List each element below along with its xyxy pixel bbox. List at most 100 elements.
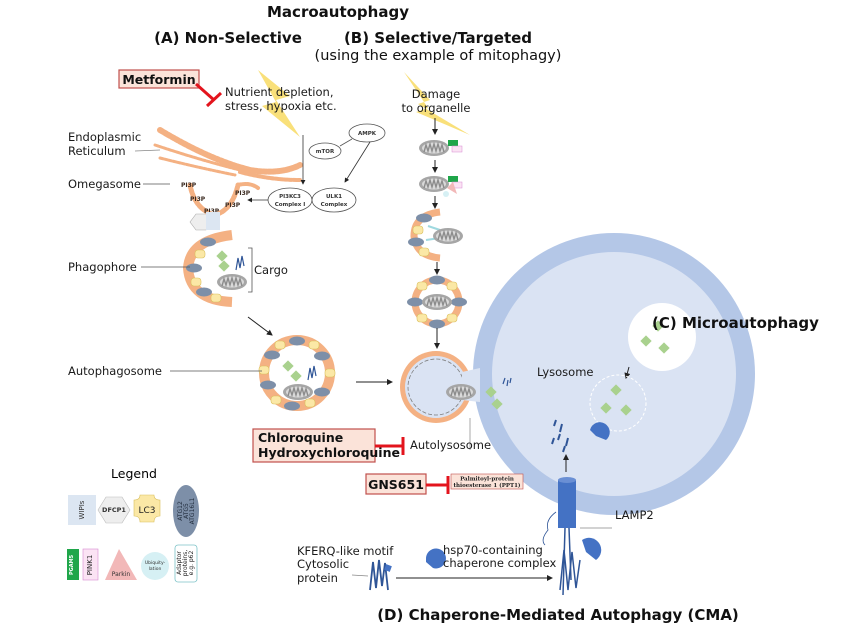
hsp70-label-2: chaperone complex xyxy=(443,556,556,570)
pi3kc3-label-1: PI3KC3 xyxy=(279,194,301,200)
er-label-2: Reticulum xyxy=(68,144,126,158)
hsp70-in-lysosome-icon xyxy=(590,422,610,440)
legend-title: Legend xyxy=(111,466,157,481)
autolysosome-label: Autolysosome xyxy=(410,438,491,452)
ppt1-box xyxy=(450,473,524,490)
pi3p-label: PI3P xyxy=(235,190,251,197)
wipi-marker xyxy=(206,212,220,230)
section-b-title: (B) Selective/Targeted xyxy=(344,29,532,47)
legend-ubiquitylation-shape xyxy=(141,552,169,580)
section-b-subtitle: (using the example of mitophagy) xyxy=(315,48,562,64)
hsp70-bound-icon xyxy=(582,537,602,560)
legend-lc3-shape xyxy=(133,494,161,523)
cargo-protein xyxy=(218,260,230,272)
ubiquitin-marker xyxy=(443,191,449,197)
ampk-inhibits-mtor xyxy=(339,138,353,147)
legend-parkin-label: Parkin xyxy=(112,571,131,578)
cargo-protein xyxy=(282,360,294,372)
cargo-bracket xyxy=(248,247,253,293)
lysosome-lumen xyxy=(492,252,736,496)
metformin-box xyxy=(118,69,200,89)
nutrient-label-2: stress, hypoxia etc. xyxy=(225,99,337,113)
cargo-label: Cargo xyxy=(254,263,288,277)
legend-lc3-label: LC3 xyxy=(138,506,155,516)
lysosome-label: Lysosome xyxy=(537,365,594,379)
damage-label-2: to organelle xyxy=(402,101,471,115)
ampk-node xyxy=(348,123,386,143)
ppt1-label-1: Palmitoyl-protein xyxy=(460,477,514,483)
er-label-1: Endoplasmic xyxy=(68,130,141,144)
ppt1-label-2: thioesterase 1 (PPT1) xyxy=(453,482,520,489)
lamp2-receptor xyxy=(542,477,576,596)
autophagosome xyxy=(258,335,336,411)
pi3p-label: PI3P xyxy=(190,196,206,203)
cytosolic-label-2: protein xyxy=(297,571,338,585)
pi3p-label: PI3P xyxy=(181,182,197,189)
svg-text:Adaptorproteins,e.g. p62: Adaptorproteins,e.g. p62 xyxy=(176,550,195,576)
hydroxychloroquine-label: Hydroxychloroquine xyxy=(258,445,400,460)
damaged-mitochondrion xyxy=(418,139,450,157)
legend-atg16l1-label: ATG16L1 xyxy=(189,497,196,524)
legend-adaptor-shape xyxy=(174,544,198,583)
section-a-title: (A) Non-Selective xyxy=(154,29,302,47)
degraded-fragments xyxy=(502,377,512,387)
mtor-label: mTOR xyxy=(316,149,335,155)
chloroquine-box xyxy=(252,428,376,463)
ulk1-label-1: ULK1 xyxy=(326,194,342,200)
pink1-marker xyxy=(451,145,463,153)
legend-pgam5-label: PGAM5 xyxy=(69,554,75,575)
pi3kc3-node xyxy=(267,187,313,213)
forming-mitophagosome xyxy=(408,208,464,262)
legend-pgam5-shape xyxy=(67,549,79,580)
phagophore xyxy=(182,230,233,307)
pi3p-label: PI3P xyxy=(225,202,241,209)
cargo-aggregate xyxy=(235,255,245,271)
ulk1-label-2: Complex xyxy=(321,202,348,208)
nutrient-label-1: Nutrient depletion, xyxy=(225,85,333,99)
legend-atg-shape xyxy=(173,485,199,537)
legend-dfcp1-label: DFCP1 xyxy=(102,506,126,514)
legend-pink1-label: PINK1 xyxy=(86,555,94,576)
kferq-label: KFERQ-like motif xyxy=(297,544,394,558)
parkin-marker xyxy=(447,182,457,194)
hsp70-label-1: hsp70-containing xyxy=(443,543,543,557)
main-title: Macroautophagy xyxy=(267,3,409,21)
metformin-inhibition-bar xyxy=(205,91,223,108)
legend-parkin-shape xyxy=(105,549,137,580)
legend-wipis-label: WIPIs xyxy=(78,500,86,519)
kferq-motif-icon xyxy=(384,564,392,572)
legend-adaptor-label-3: e.g. p62 xyxy=(188,550,195,575)
metformin-inhibition-line xyxy=(195,82,215,102)
lamp2-label: LAMP2 xyxy=(615,508,654,522)
legend-ubiquitylation-label-1: Ubiquity- xyxy=(145,560,166,566)
cargo-protein xyxy=(290,370,302,382)
mtor-node xyxy=(308,142,342,160)
legend-atg12-label: ATG12 xyxy=(177,501,184,521)
substrate-protein-bound xyxy=(559,549,581,591)
mitophagosome xyxy=(407,275,467,329)
degraded-protein-fragments xyxy=(551,419,569,453)
gns651-label: GNS651 xyxy=(368,477,424,492)
microautophagy-invagination xyxy=(628,303,696,371)
cargo-mitochondrion xyxy=(216,273,248,291)
pgam5-marker xyxy=(448,140,458,146)
legend: Legend WIPIs DFCP1 LC3 ATG12ATG5ATG16L1 … xyxy=(67,466,199,583)
legend-ubiquitylation-label-2: lation xyxy=(149,566,162,572)
cytosolic-protein-icon xyxy=(369,559,389,591)
legend-adaptor-label-1: Adaptor xyxy=(176,551,183,575)
omegasome-label: Omegasome xyxy=(68,177,141,191)
legend-adaptor-label-2: proteins, xyxy=(182,550,189,576)
cargo-protein xyxy=(216,250,228,262)
section-d-title: (D) Chaperone-Mediated Autophagy (CMA) xyxy=(377,606,739,624)
pi3kc3-label-2: Complex I xyxy=(275,202,306,208)
degrading-mitochondrion xyxy=(445,383,477,401)
ampk-label: AMPK xyxy=(358,131,377,137)
pi3p-label: PI3P xyxy=(204,208,220,215)
hsp70-complex-icon xyxy=(425,548,446,569)
cytosolic-label-1: Cytosolic xyxy=(297,557,349,571)
ulk1-node xyxy=(311,187,357,213)
damage-label-1: Damage xyxy=(412,87,461,101)
metformin-label: Metformin xyxy=(122,72,195,87)
stress-lightning-icon xyxy=(258,70,300,137)
